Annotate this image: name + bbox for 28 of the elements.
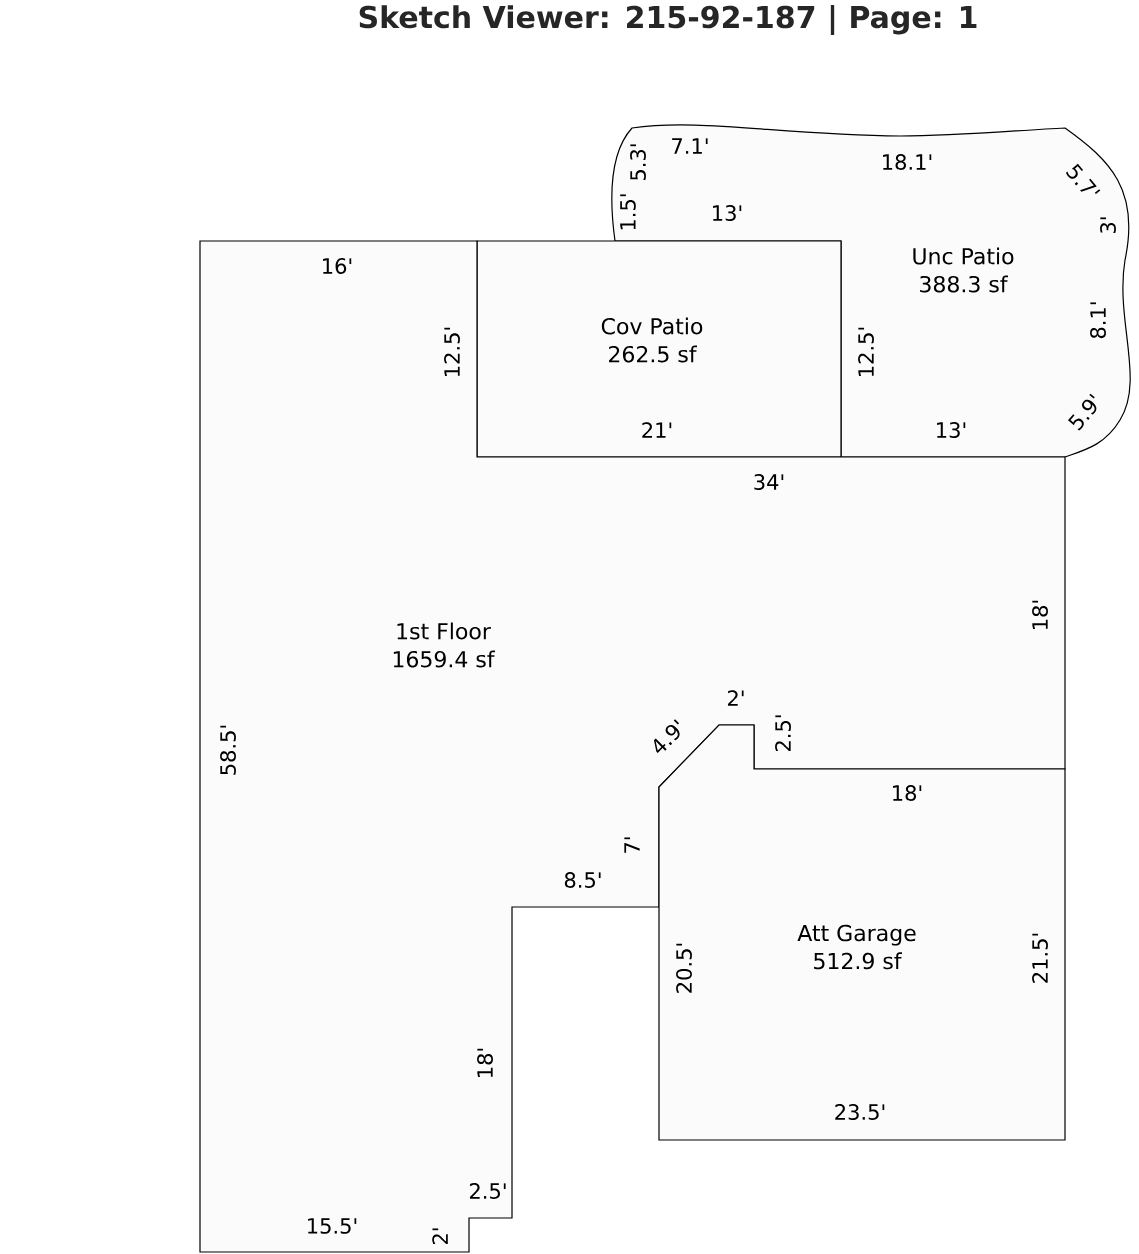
dimension-label: 2' <box>432 1228 448 1245</box>
dimension-label: 18.1' <box>883 154 932 170</box>
dimension-label: 13' <box>713 205 742 221</box>
dimension-label: 21.5' <box>1032 933 1048 983</box>
dimension-label: 5.7' <box>1066 163 1101 195</box>
dimension-label: 13' <box>937 422 966 438</box>
dimension-label: 12.5' <box>444 327 460 376</box>
dimension-label: 2.5' <box>469 1183 506 1199</box>
dimension-label: 21' <box>642 422 672 438</box>
dimension-label: 7' <box>624 837 640 853</box>
dimension-label: 3' <box>1100 217 1116 233</box>
dimension-label: 8.1' <box>1090 302 1106 339</box>
dimension-label: 20.5' <box>676 943 692 993</box>
dimension-label: 23.5' <box>835 1104 885 1120</box>
dimension-label: 18' <box>477 1048 493 1077</box>
dimension-label: 12.5' <box>858 327 874 376</box>
dimension-label: 34' <box>754 474 784 490</box>
title: Sketch Viewer: 215-92-187 | Page: 1 <box>359 5 977 35</box>
dimension-label: 2' <box>727 690 744 706</box>
dimension-label: 5.3' <box>630 144 646 180</box>
dimension-label: 18' <box>893 785 922 801</box>
dimension-label: 1.5' <box>620 194 636 230</box>
dimension-label: 8.5' <box>564 872 601 888</box>
dimension-label: 18' <box>1032 600 1048 629</box>
dimension-label: 15.5' <box>308 1218 357 1234</box>
dimension-label: 7.1' <box>672 138 708 154</box>
dimension-label: 16' <box>323 258 352 274</box>
dimension-label: 58.5' <box>220 725 236 775</box>
